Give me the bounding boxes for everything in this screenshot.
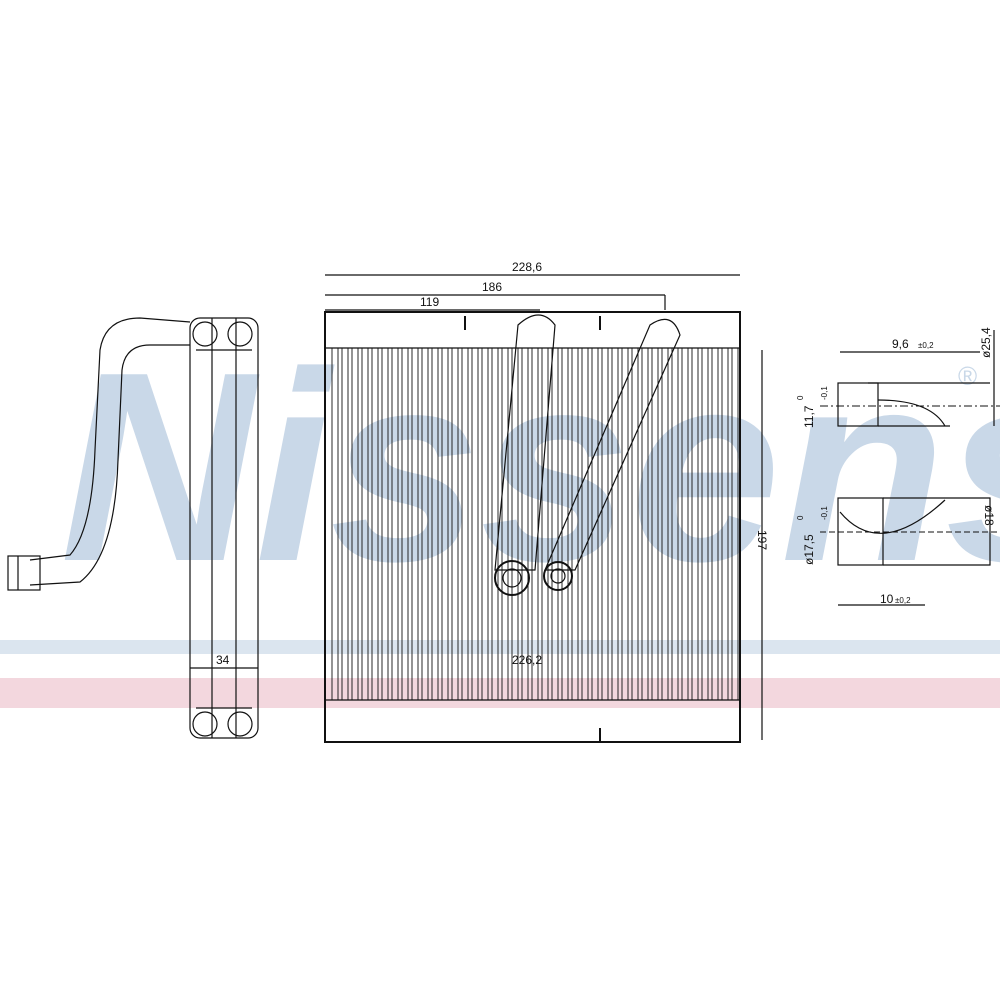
core-tube [531, 347, 539, 701]
core-tube [701, 347, 709, 701]
front-view: 228,6 186 119 197 226,2 [324, 260, 769, 743]
fitting-detail-bottom: 10 ±0,2 ø18 ø17,5 0 -0,1 [796, 497, 1000, 606]
core-tube [391, 347, 399, 701]
core-tube [551, 347, 559, 701]
svg-text:±0,2: ±0,2 [918, 341, 934, 350]
core-tube [631, 347, 639, 701]
core-tube [461, 347, 469, 701]
core-tube [511, 347, 519, 701]
svg-text:®: ® [958, 361, 977, 391]
svg-text:11,7: 11,7 [802, 405, 816, 428]
core-tube [711, 347, 719, 701]
core-tube [451, 347, 459, 701]
svg-text:0: 0 [796, 395, 805, 400]
core-tube [731, 347, 739, 701]
svg-text:-0,1: -0,1 [820, 506, 829, 520]
svg-text:186: 186 [482, 280, 502, 294]
svg-text:34: 34 [216, 653, 230, 667]
svg-text:ø17,5: ø17,5 [802, 534, 816, 565]
core-tube [491, 347, 499, 701]
core-tube [471, 347, 479, 701]
core-tube [361, 347, 369, 701]
core-tube [521, 347, 529, 701]
core-tube [571, 347, 579, 701]
core-tube [481, 347, 489, 701]
core-tube [501, 347, 509, 701]
svg-text:10: 10 [880, 592, 894, 606]
core-tube [371, 347, 379, 701]
core-tube [621, 347, 629, 701]
core-tube [561, 347, 569, 701]
svg-text:9,6: 9,6 [892, 337, 909, 351]
side-view: 34 [7, 317, 259, 739]
svg-text:-0,1: -0,1 [820, 386, 829, 400]
fitting-detail-top: 9,6 ±0,2 ø25,4 11,7 0 -0,1 [796, 327, 1000, 428]
core-tube [671, 347, 679, 701]
core-tube [691, 347, 699, 701]
core-tube [591, 347, 599, 701]
core-tube [581, 347, 589, 701]
core-tube [441, 347, 449, 701]
core-tube [661, 347, 669, 701]
svg-text:197: 197 [755, 530, 769, 550]
core-tube [681, 347, 689, 701]
core-tube [341, 347, 349, 701]
core-tube [421, 347, 429, 701]
core-tube [411, 347, 419, 701]
core-tube [541, 347, 549, 701]
core-tube [651, 347, 659, 701]
core-tube [611, 347, 619, 701]
svg-text:ø25,4: ø25,4 [979, 327, 993, 358]
svg-text:0: 0 [796, 515, 805, 520]
core-tube [721, 347, 729, 701]
nissens-watermark: Nissens ® [0, 317, 1000, 708]
core-tube [381, 347, 389, 701]
core-tube [641, 347, 649, 701]
core-tube [331, 347, 339, 701]
core-tube [431, 347, 439, 701]
svg-text:228,6: 228,6 [512, 260, 542, 274]
svg-text:ø18: ø18 [982, 505, 996, 526]
core-tube [351, 347, 359, 701]
svg-text:Nissens: Nissens [60, 317, 1000, 618]
svg-text:226,2: 226,2 [512, 653, 542, 667]
svg-text:±0,2: ±0,2 [895, 596, 911, 605]
svg-text:119: 119 [420, 295, 439, 309]
core-tube [601, 347, 609, 701]
core-tube [401, 347, 409, 701]
